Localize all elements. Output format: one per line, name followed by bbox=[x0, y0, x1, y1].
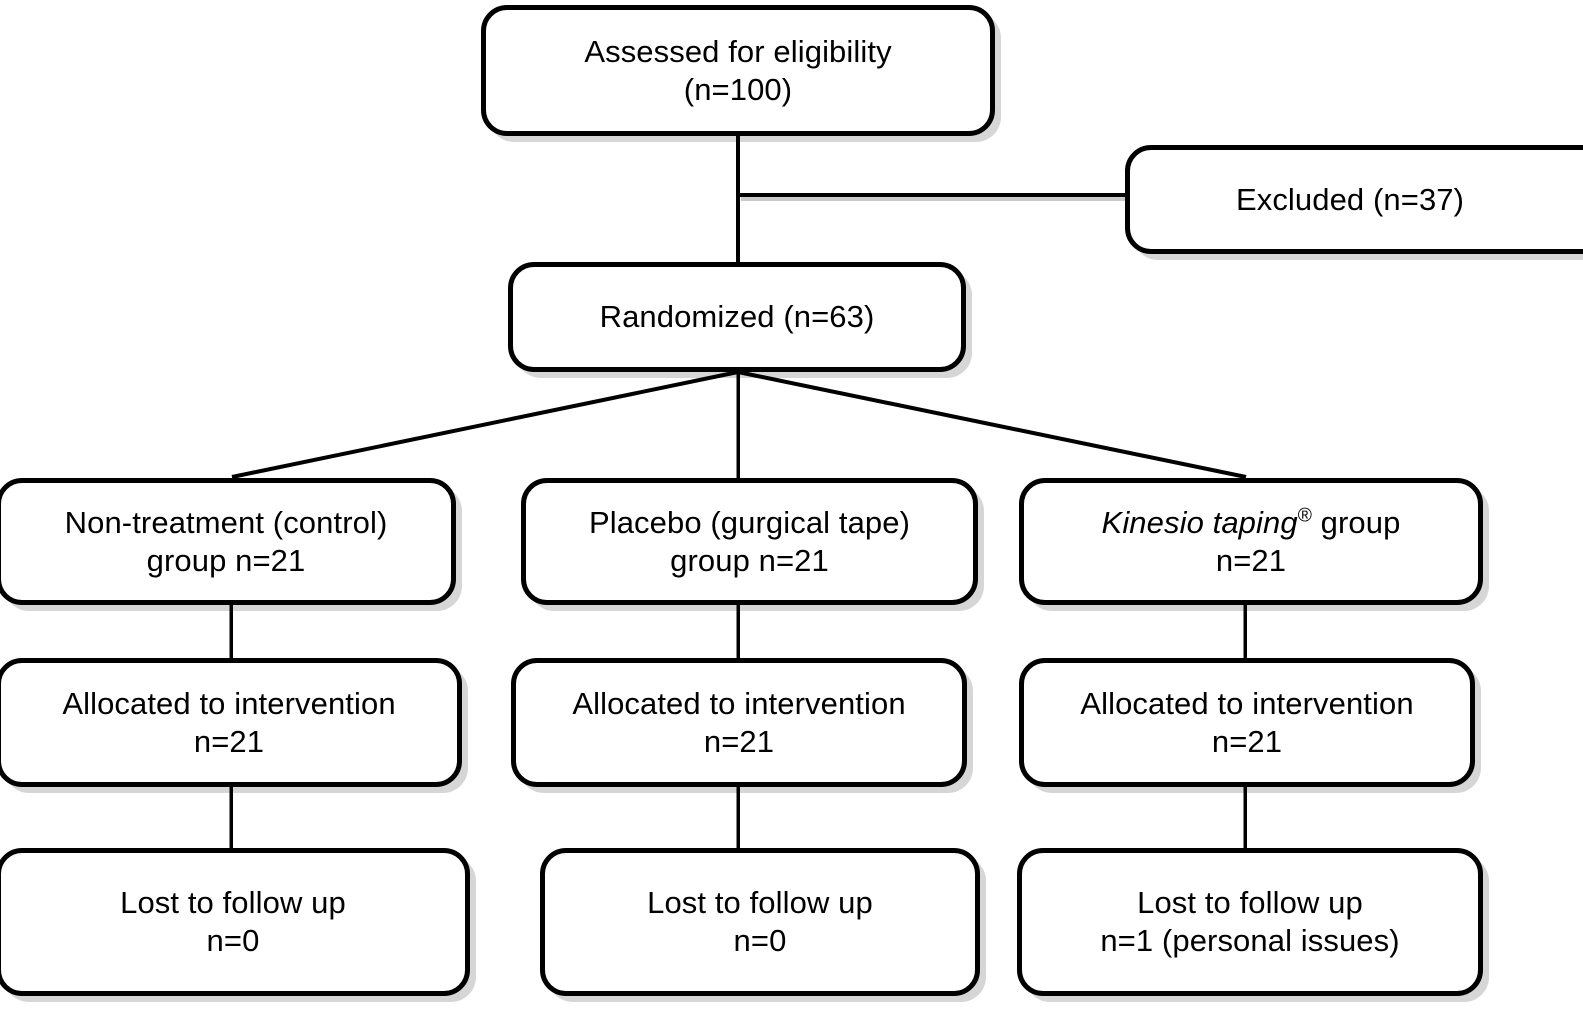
node-group-kinesio-brand: Kinesio taping bbox=[1101, 504, 1298, 540]
node-assessed-for-eligibility: Assessed for eligibility(n=100) bbox=[481, 5, 995, 136]
node-alloc-control-line2: n=21 bbox=[193, 723, 265, 759]
node-group-placebo-line2: group n=21 bbox=[670, 542, 829, 578]
node-group-placebo: Placebo (gurgical tape)group n=21 bbox=[521, 478, 978, 605]
node-assessed-line1: Assessed for eligibility bbox=[584, 33, 892, 69]
node-randomized-line1: Randomized (n=63) bbox=[599, 299, 875, 335]
node-assessed-line2: (n=100) bbox=[683, 71, 793, 107]
node-alloc-kinesio-line1: Allocated to intervention bbox=[1080, 685, 1414, 721]
node-assessed-text: Assessed for eligibility(n=100) bbox=[576, 33, 899, 109]
node-group-kinesio-line2: n=21 bbox=[1215, 542, 1287, 578]
registered-trademark-icon: ® bbox=[1297, 505, 1312, 527]
node-lost-control-line2: n=0 bbox=[206, 923, 260, 958]
node-randomized-text: Randomized (n=63) bbox=[592, 298, 883, 336]
node-group-control-text: Non-treatment (control)group n=21 bbox=[57, 504, 396, 580]
node-group-placebo-text: Placebo (gurgical tape)group n=21 bbox=[581, 504, 918, 580]
node-group-kinesio: Kinesio taping® group n=21 bbox=[1019, 478, 1483, 605]
node-alloc-control-line1: Allocated to intervention bbox=[62, 685, 396, 721]
edge-randomized-kinesio bbox=[737, 370, 1247, 479]
node-lost-kinesio-line2: n=1 (personal issues) bbox=[1100, 923, 1400, 958]
node-group-kinesio-text: Kinesio taping® group n=21 bbox=[1094, 504, 1409, 580]
edge-randomized-control bbox=[231, 370, 739, 479]
node-excluded-line1: Excluded (n=37) bbox=[1235, 181, 1465, 217]
node-lost-placebo-line2: n=0 bbox=[733, 923, 787, 958]
node-alloc-placebo-line2: n=21 bbox=[703, 723, 775, 759]
node-alloc-placebo-line1: Allocated to intervention bbox=[572, 685, 906, 721]
node-excluded-text: Excluded (n=37) bbox=[1228, 181, 1542, 219]
node-group-control: Non-treatment (control)group n=21 bbox=[0, 478, 456, 605]
node-lost-control-line1: Lost to follow up bbox=[120, 885, 346, 921]
node-lost-kinesio-line1: Lost to follow up bbox=[1137, 885, 1363, 921]
node-group-placebo-line1: Placebo (gurgical tape) bbox=[588, 504, 911, 540]
node-group-kinesio-tail: group bbox=[1311, 504, 1401, 540]
node-group-control-line1: Non-treatment (control) bbox=[64, 504, 388, 540]
node-lost-placebo-line1: Lost to follow up bbox=[647, 885, 873, 921]
node-excluded: Excluded (n=37) bbox=[1125, 145, 1583, 254]
node-group-control-line2: group n=21 bbox=[146, 542, 306, 578]
node-alloc-kinesio-line2: n=21 bbox=[1211, 723, 1283, 759]
node-randomized: Randomized (n=63) bbox=[508, 262, 966, 372]
